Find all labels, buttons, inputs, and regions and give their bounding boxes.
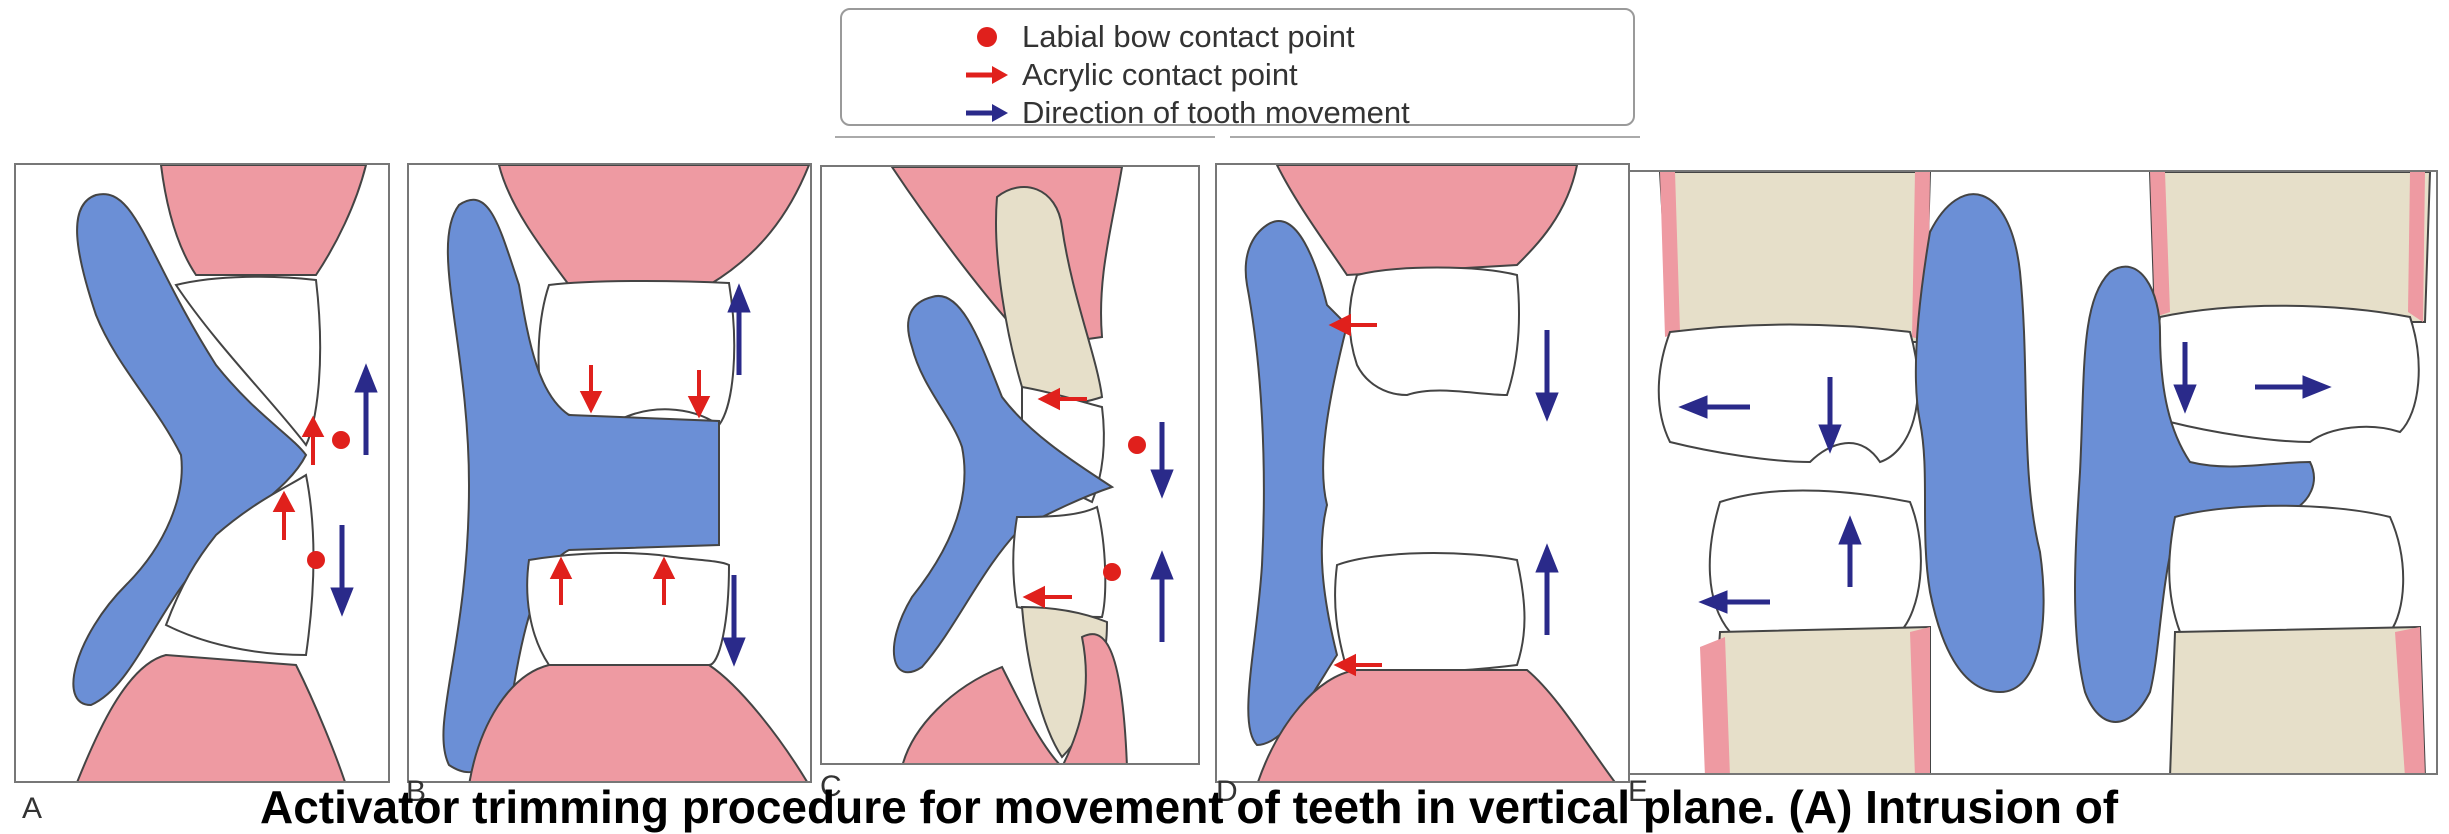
panel-c-illustration xyxy=(822,167,1200,765)
legend-box: Labial bow contact point Acrylic contact… xyxy=(840,8,1635,126)
panel-label-a: A xyxy=(22,792,42,826)
panel-e xyxy=(1628,170,2438,775)
panel-d-illustration xyxy=(1217,165,1630,783)
legend-item-direction: Direction of tooth movement xyxy=(962,94,1410,132)
divider-line xyxy=(835,136,1215,138)
legend-label-acrylic: Acrylic contact point xyxy=(1022,56,1298,94)
panel-b xyxy=(407,163,812,783)
panel-a-illustration xyxy=(16,165,390,783)
legend-label-labial-bow: Labial bow contact point xyxy=(1022,18,1355,56)
panel-a xyxy=(14,163,390,783)
legend-item-labial-bow: Labial bow contact point xyxy=(962,18,1355,56)
panel-b-illustration xyxy=(409,165,812,783)
legend-item-acrylic: Acrylic contact point xyxy=(962,56,1298,94)
panel-c xyxy=(820,165,1200,765)
panel-d xyxy=(1215,163,1630,783)
acrylic-arrow-icon xyxy=(962,60,1012,90)
panel-e-illustration xyxy=(1630,172,2438,775)
figure-caption: Activator trimming procedure for movemen… xyxy=(260,780,2160,834)
divider-line xyxy=(1230,136,1640,138)
legend-label-direction: Direction of tooth movement xyxy=(1022,94,1410,132)
labial-bow-dot-icon xyxy=(962,22,1012,52)
direction-arrow-icon xyxy=(962,98,1012,128)
